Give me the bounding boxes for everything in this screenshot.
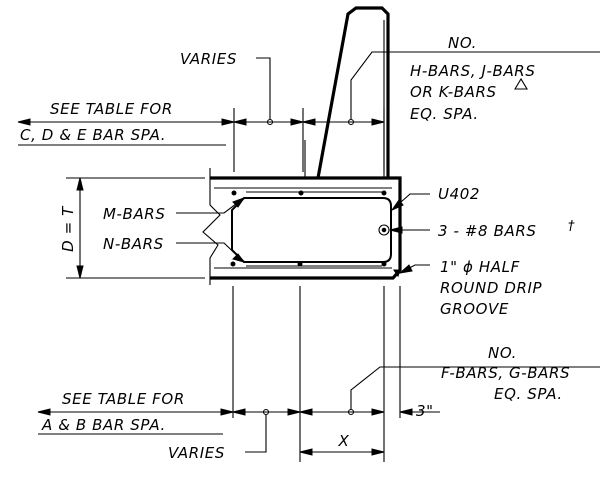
dim-arrow [76, 177, 84, 191]
bar-dot [297, 261, 303, 267]
see-table-top-line2: C, D & E BAR SPA. [20, 126, 166, 144]
no8-bar-dot [381, 227, 387, 233]
d-equals-t-label: D = T [59, 205, 77, 252]
no-bottom-leader [350, 366, 600, 409]
varies-bottom-label: VARIES [168, 444, 225, 462]
f-bars-label-line2: EQ. SPA. [494, 385, 563, 403]
no8-bars-dagger: † [568, 219, 575, 234]
leader-arrow [232, 253, 246, 263]
u402-label: U402 [438, 185, 480, 203]
no8-bar-circle [378, 224, 390, 236]
drip-groove-label-line2: ROUND DRIP [440, 279, 543, 297]
note-underlines [18, 144, 226, 435]
dim-arrow [299, 408, 313, 416]
bar-dot [231, 190, 237, 196]
drip-groove-label-line3: GROOVE [440, 300, 509, 318]
leader-arrow [232, 197, 246, 208]
h-bars-label-line3: EQ. SPA. [410, 105, 479, 123]
no-bottom-label: NO. [488, 344, 517, 362]
slab-break-line [202, 168, 221, 285]
bar-dot [381, 261, 387, 267]
bar-dot [230, 261, 236, 267]
parapet-reinforcing [304, 20, 385, 178]
dim-arrow [302, 118, 316, 126]
parapet-outline [316, 6, 390, 179]
dim-arrow [221, 118, 235, 126]
leader-arrow [398, 264, 413, 274]
f-bars-label-line1: F-BARS, G-BARS [441, 364, 570, 382]
n-bars-label: N-BARS [103, 235, 164, 253]
x-dimension-label: X [338, 432, 350, 450]
depth-dimension [66, 177, 205, 279]
top-dimension-string [17, 51, 600, 172]
varies-bottom-leader [245, 415, 267, 453]
dim-arrow [371, 448, 385, 456]
h-bars-label-line2: OR K-BARS [410, 83, 497, 101]
dim-arrow [290, 118, 304, 126]
drip-groove-notch [392, 269, 401, 278]
u402-bar [231, 197, 392, 263]
dim-arrow [399, 408, 413, 416]
see-table-bottom-line1: SEE TABLE FOR [62, 390, 185, 408]
labels: VARIES NO. H-BARS, J-BARS OR K-BARS EQ. … [20, 34, 575, 462]
dim-arrow [233, 118, 247, 126]
slab-reinforcing [214, 187, 401, 278]
dim-arrow [17, 118, 31, 126]
dim-arrow [76, 265, 84, 279]
leader-dot [347, 118, 355, 126]
leader-arrow [389, 226, 403, 234]
dim-arrow [232, 408, 246, 416]
bar-leaders [176, 193, 430, 274]
leader-dot [266, 118, 274, 126]
leader-dot [262, 408, 270, 416]
bar-dot [381, 190, 387, 196]
leader-arrow [390, 199, 404, 212]
dim-arrow [299, 448, 313, 456]
drip-groove-label-line1: 1" ϕ HALF [440, 258, 520, 276]
m-bars-label: M-BARS [103, 205, 165, 223]
delta-revision-icon [514, 77, 528, 90]
dim-arrow [371, 118, 385, 126]
dim-arrow [371, 408, 385, 416]
dim-arrow [220, 408, 234, 416]
no-top-label: NO. [448, 34, 477, 52]
bar-dot [298, 190, 304, 196]
varies-top-label: VARIES [180, 50, 237, 68]
see-table-bottom-line2: A & B BAR SPA. [41, 416, 166, 434]
see-table-top-line1: SEE TABLE FOR [50, 100, 173, 118]
no-top-leader [350, 51, 600, 119]
bottom-dimension-string [37, 286, 600, 462]
dim-arrow [287, 408, 301, 416]
h-bars-label-line1: H-BARS, J-BARS [410, 62, 535, 80]
no8-bars-label: 3 - #8 BARS [438, 222, 536, 240]
three-inch-label: 3" [416, 402, 434, 420]
leader-dot [347, 408, 355, 416]
varies-top-leader [256, 57, 271, 119]
dim-arrow [37, 408, 51, 416]
